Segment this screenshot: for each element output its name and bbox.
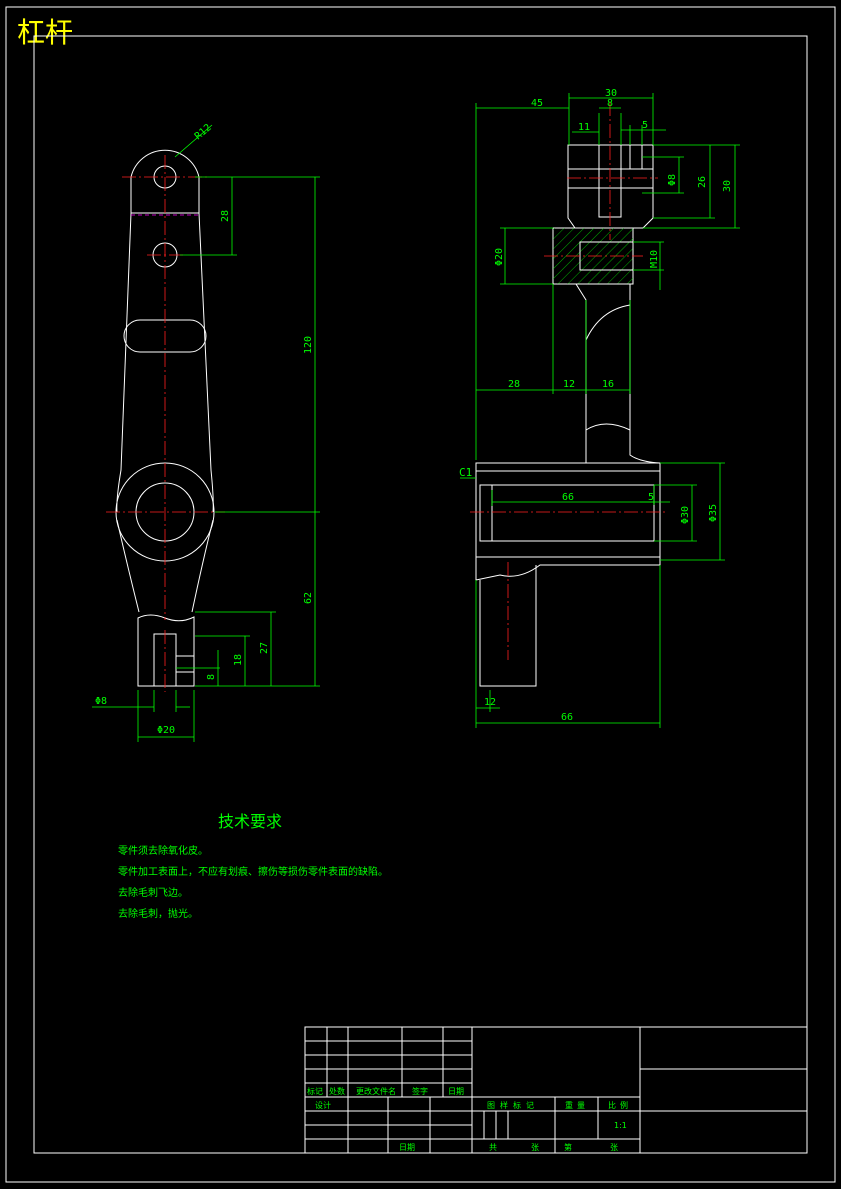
dim-8b: 8 (607, 98, 613, 109)
tb-col-sign: 签字 (412, 1086, 428, 1096)
tb-page: 第 (564, 1142, 572, 1152)
dim-120: 120 (303, 336, 314, 354)
tb-weight: 重量 (565, 1100, 589, 1110)
dim-12b: 12 (484, 697, 496, 708)
dim-phi8: Φ8 (95, 696, 107, 707)
tech-requirement-item: 零件须去除氧化皮。 (118, 846, 208, 857)
outer-frame (5, 6, 836, 1183)
dim-phi8-right: Φ8 (667, 174, 678, 186)
tb-sheet1: 张 (531, 1143, 539, 1152)
title-block (304, 1026, 808, 1154)
inner-frame (33, 35, 808, 1154)
dim-phi20-left: Φ20 (157, 725, 175, 736)
tech-requirement-item: 零件加工表面上，不应有划痕、擦伤等损伤零件表面的缺陷。 (118, 867, 388, 878)
tb-col-mark: 标记 (307, 1086, 323, 1096)
tb-sheet2: 张 (610, 1143, 618, 1152)
dim-30b: 30 (722, 180, 733, 192)
tb-design: 设计 (315, 1100, 331, 1110)
dim-phi35: Φ35 (708, 504, 719, 522)
dim-27: 27 (259, 642, 270, 654)
dim-c1: C1 (459, 466, 472, 479)
drawing-title: 杠杆 (17, 16, 74, 49)
right-view (460, 93, 740, 728)
tb-scale-value: 1:1 (614, 1121, 627, 1130)
tb-col-date: 日期 (448, 1087, 464, 1096)
dim-66: 66 (562, 492, 574, 503)
dim-11: 11 (578, 122, 590, 133)
tech-requirements-list: 零件须去除氧化皮。 零件加工表面上，不应有划痕、擦伤等损伤零件表面的缺陷。 去除… (118, 841, 388, 925)
dim-5: 5 (642, 120, 648, 131)
dim-28b: 28 (508, 379, 520, 390)
tech-requirement-item: 去除毛刺，抛光。 (118, 909, 198, 920)
dim-28: 28 (220, 210, 231, 222)
left-view (92, 124, 320, 742)
dim-12: 12 (563, 379, 575, 390)
tb-stage: 图样标记 (487, 1100, 539, 1110)
dim-18: 18 (233, 654, 244, 666)
dim-66b: 66 (561, 712, 573, 723)
tb-scale-label: 比例 (608, 1100, 632, 1110)
dim-45: 45 (531, 98, 543, 109)
dim-30: 30 (605, 88, 617, 99)
tb-col-file: 更改文件名 (356, 1086, 396, 1096)
tech-requirement-item: 去除毛刺飞边。 (118, 888, 188, 899)
dim-m10: M10 (649, 250, 660, 268)
tb-total: 共 (489, 1143, 497, 1152)
dim-62: 62 (303, 592, 314, 604)
dim-8: 8 (206, 674, 217, 680)
dim-phi20-mid: Φ20 (494, 248, 505, 266)
dim-5b: 5 (648, 492, 654, 503)
tech-requirements-heading: 技术要求 (218, 812, 283, 831)
dim-phi30: Φ30 (680, 506, 691, 524)
dim-26: 26 (697, 176, 708, 188)
tb-col-count: 处数 (329, 1086, 345, 1096)
dim-16: 16 (602, 379, 614, 390)
tb-date: 日期 (399, 1143, 415, 1152)
